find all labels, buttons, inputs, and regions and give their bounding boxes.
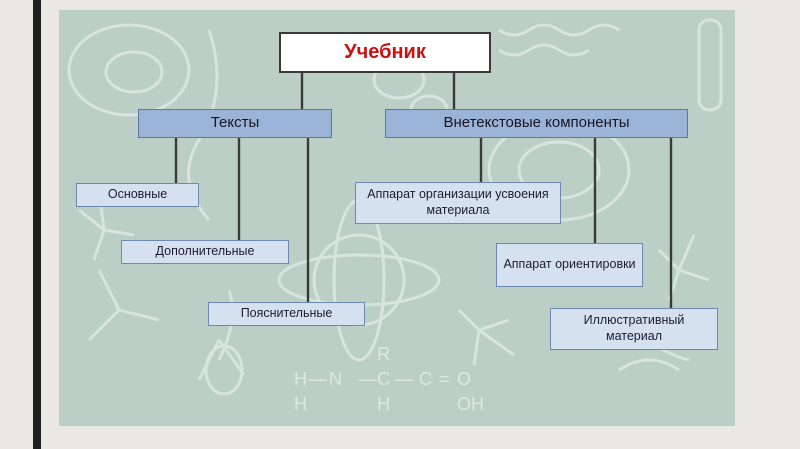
svg-text:—: — [309,369,327,389]
svg-text:—: — [359,369,377,389]
svg-text:N: N [329,369,342,389]
leaf-node-illustrative-material: Иллюстративный материал [550,308,718,350]
svg-text:=: = [439,369,450,389]
svg-text:R: R [377,344,390,364]
svg-text:C: C [419,369,432,389]
svg-text:C: C [377,369,390,389]
root-node-textbook: Учебник [279,32,491,73]
leaf-node-additional: Дополнительные [121,240,289,264]
diagram-connectors [174,73,673,308]
svg-text:O: O [457,369,471,389]
branch-node-texts: Тексты [138,109,332,138]
leaf-node-main: Основные [76,183,199,207]
leaf-node-orientation-apparatus: Аппарат ориентировки [496,243,643,287]
leaf-node-explanatory: Пояснительные [208,302,365,326]
svg-text:—: — [395,369,413,389]
branch-node-extratext-components: Внетекстовые компоненты [385,109,688,138]
svg-text:H: H [294,369,307,389]
leaf-node-learning-organization-apparatus: Аппарат организации усвоения материала [355,182,561,224]
slide-left-accent-bar [33,0,41,449]
svg-text:OH: OH [457,394,484,414]
svg-text:H: H [377,394,390,414]
svg-text:H: H [294,394,307,414]
